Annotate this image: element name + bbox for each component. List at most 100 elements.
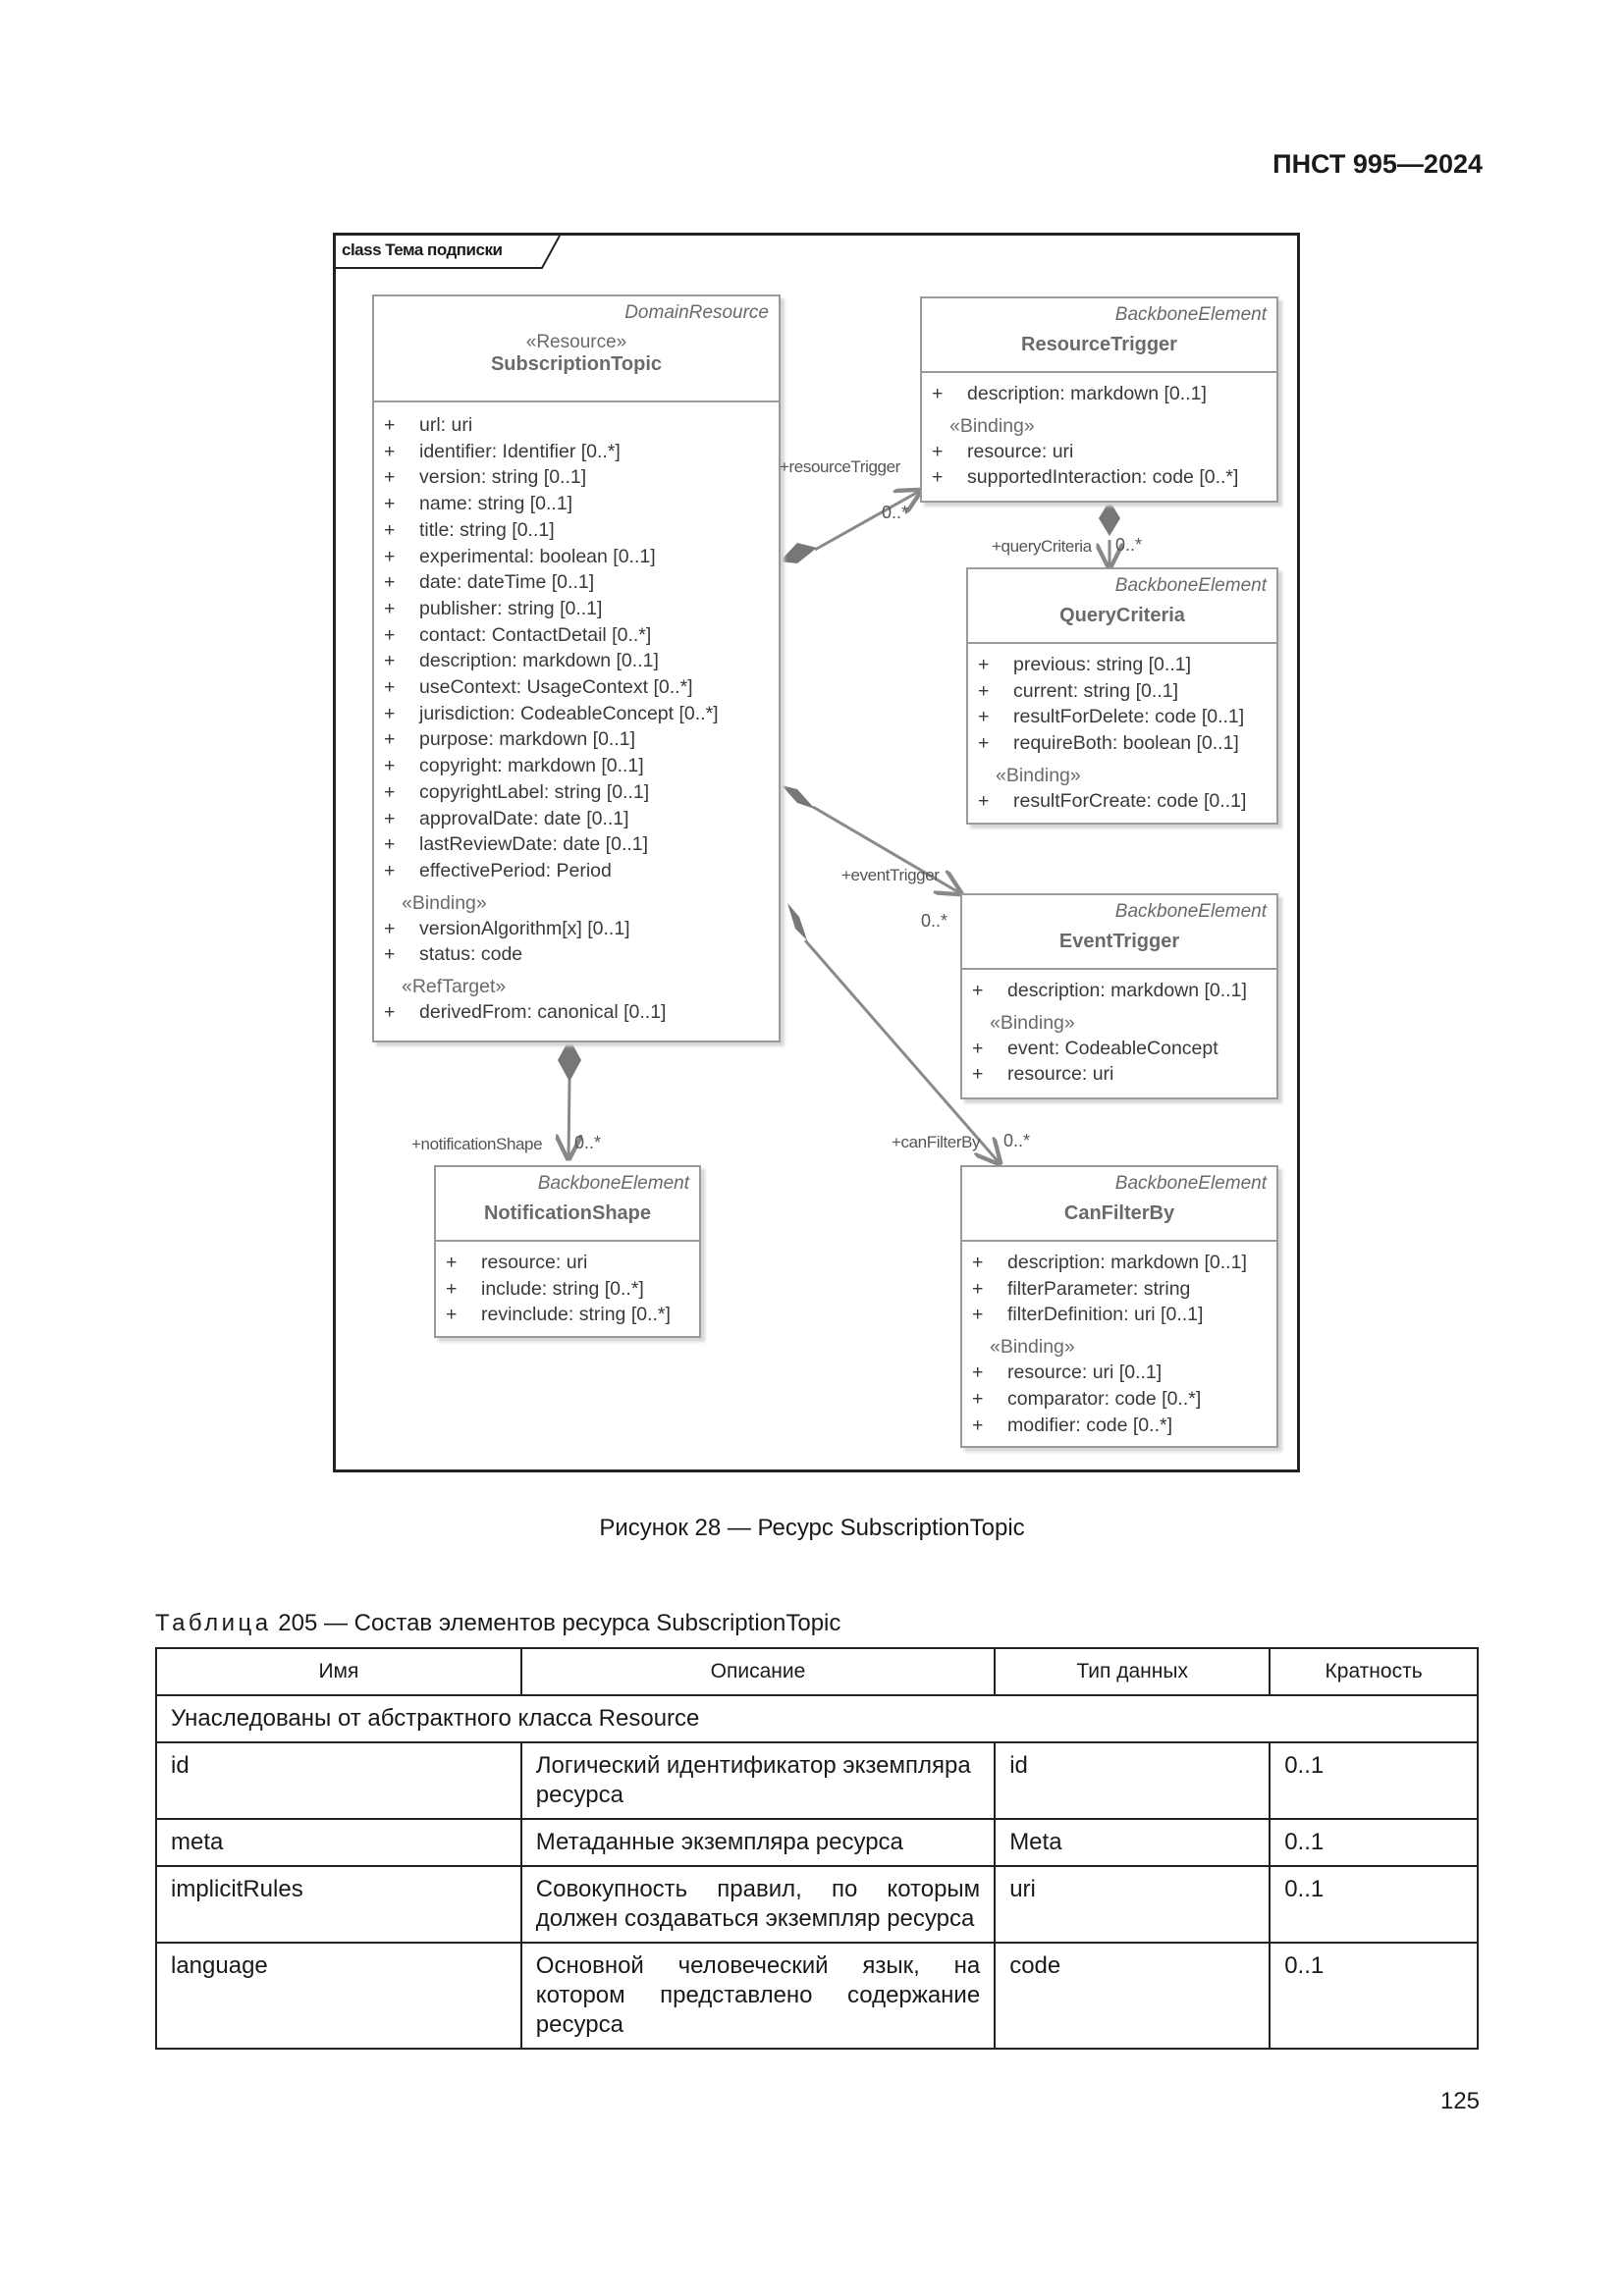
assoc-can-filter-by	[787, 903, 1000, 1163]
attribute: +url: uri	[384, 414, 473, 436]
attribute: +publisher: string [0..1]	[384, 597, 603, 619]
assoc-resource-trigger	[780, 491, 920, 563]
document-code: ПНСТ 995—2024	[1272, 149, 1483, 179]
attribute: +comparator: code [0..*]	[972, 1387, 1202, 1410]
role-label-event-trigger: +eventTrigger	[841, 866, 940, 884]
class-header: DomainResource «Resource» SubscriptionTo…	[374, 296, 779, 402]
attribute: +current: string [0..1]	[978, 679, 1178, 702]
attribute: +filterParameter: string	[972, 1277, 1191, 1300]
attribute: +include: string [0..*]	[446, 1277, 644, 1300]
table-header-row: Имя Описание Тип данных Кратность	[155, 1647, 1479, 1696]
attribute: +experimental: boolean [0..1]	[384, 545, 656, 567]
multiplicity-resource-trigger: 0..*	[882, 503, 909, 522]
attribute: +identifier: Identifier [0..*]	[384, 440, 621, 462]
attribute-list: +url: uri +identifier: Identifier [0..*]…	[374, 402, 779, 1032]
attribute: +resultForDelete: code [0..1]	[978, 706, 1245, 728]
class-resource-trigger: BackboneElement ResourceTrigger +descrip…	[920, 296, 1278, 503]
attribute: +date: dateTime [0..1]	[384, 571, 595, 594]
cell-cardinality: 0..1	[1269, 1865, 1479, 1944]
figure-caption: Рисунок 28 — Ресурс SubscriptionTopic	[599, 1515, 1025, 1541]
attribute: +derivedFrom: canonical [0..1]	[384, 1001, 667, 1024]
parent-class: BackboneElement	[1114, 575, 1267, 596]
cell-description: Основной человеческий язык, на котором п…	[519, 1942, 997, 2050]
frame-label-tab	[336, 236, 561, 269]
role-label-can-filter-by: +canFilterBy	[892, 1133, 981, 1151]
attribute: +contact: ContactDetail [0..*]	[384, 623, 652, 646]
assoc-query-criteria	[1099, 501, 1120, 567]
attribute: +status: code	[384, 943, 523, 966]
attribute: +description: markdown [0..1]	[972, 980, 1247, 1001]
class-header: BackboneElement ResourceTrigger	[922, 298, 1276, 373]
attribute: +resource: uri	[446, 1252, 588, 1273]
binding-stereotype: «Binding»	[996, 764, 1081, 786]
column-header: Кратность	[1269, 1647, 1479, 1696]
binding-stereotype: «Binding»	[990, 1336, 1075, 1359]
frame-label: class Тема подписки	[342, 240, 503, 259]
attribute: +description: markdown [0..1]	[932, 383, 1207, 404]
attribute: +name: string [0..1]	[384, 493, 573, 515]
reftarget-stereotype: «RefTarget»	[402, 976, 507, 998]
class-event-trigger: BackboneElement EventTrigger +descriptio…	[960, 893, 1278, 1099]
role-label-query-criteria: +queryCriteria	[992, 537, 1092, 556]
parent-class: BackboneElement	[1114, 901, 1267, 922]
multiplicity-event-trigger: 0..*	[921, 911, 948, 931]
table-row: id Логический идентификатор экземпляра р…	[155, 1741, 1479, 1820]
attribute: +supportedInteraction: code [0..*]	[932, 466, 1239, 489]
class-name: ResourceTrigger	[1021, 334, 1177, 355]
cell-description: Метаданные экземпляра ресурса	[519, 1818, 997, 1867]
attribute: +event: CodeableConcept	[972, 1037, 1218, 1059]
cell-cardinality: 0..1	[1269, 1818, 1479, 1867]
attribute-list: +resource: uri +include: string [0..*] +…	[436, 1242, 699, 1334]
page-number: 125	[1439, 2088, 1480, 2114]
attribute: +description: markdown [0..1]	[972, 1252, 1247, 1273]
class-name: EventTrigger	[1058, 931, 1180, 952]
parent-class: BackboneElement	[537, 1173, 689, 1194]
cell-cardinality: 0..1	[1269, 1741, 1479, 1820]
multiplicity-query-criteria: 0..*	[1115, 535, 1143, 555]
attribute: +resource: uri	[972, 1063, 1114, 1086]
class-name: QueryCriteria	[1059, 605, 1185, 626]
attribute: +requireBoth: boolean [0..1]	[978, 732, 1239, 755]
binding-stereotype: «Binding»	[402, 891, 487, 914]
class-header: BackboneElement QueryCriteria	[968, 569, 1276, 644]
attribute: +approvalDate: date [0..1]	[384, 807, 629, 829]
cell-cardinality: 0..1	[1269, 1942, 1479, 2050]
attribute: +copyright: markdown [0..1]	[384, 755, 644, 777]
attribute: +modifier: code [0..*]	[972, 1414, 1172, 1436]
elements-table: Имя Описание Тип данных Кратность Унасле…	[155, 1647, 1479, 2050]
cell-description: Логический идентификатор экземпляра ресу…	[519, 1741, 997, 1820]
attribute: +title: string [0..1]	[384, 518, 555, 541]
table-title-text: 205 — Состав элементов ресурса Subscript…	[278, 1610, 841, 1636]
multiplicity-can-filter-by: 0..*	[1003, 1131, 1031, 1150]
attribute: +lastReviewDate: date [0..1]	[384, 833, 649, 856]
table-row: meta Метаданные экземпляра ресурса Meta …	[155, 1818, 1479, 1867]
cell-type: id	[994, 1741, 1272, 1820]
attribute: +previous: string [0..1]	[978, 654, 1192, 675]
class-notification-shape: BackboneElement NotificationShape +resou…	[434, 1165, 701, 1338]
attribute: +effectivePeriod: Period	[384, 859, 612, 881]
parent-class: DomainResource	[624, 302, 769, 323]
class-name: NotificationShape	[483, 1202, 651, 1224]
binding-stereotype: «Binding»	[990, 1011, 1075, 1034]
attribute: +filterDefinition: uri [0..1]	[972, 1304, 1204, 1326]
multiplicity-notification-shape: 0..*	[574, 1133, 602, 1152]
class-query-criteria: BackboneElement QueryCriteria +previous:…	[966, 567, 1278, 825]
class-subscription-topic: DomainResource «Resource» SubscriptionTo…	[372, 294, 781, 1042]
stereotype: «Resource»	[525, 332, 627, 352]
column-header: Имя	[155, 1647, 522, 1696]
cell-name: implicitRules	[155, 1865, 522, 1944]
attribute: +resource: uri	[932, 440, 1074, 462]
assoc-event-trigger	[782, 785, 960, 893]
assoc-notification-shape	[558, 1039, 581, 1158]
cell-type: Meta	[994, 1818, 1272, 1867]
table-row: language Основной человеческий язык, на …	[155, 1942, 1479, 2050]
attribute: +versionAlgorithm[x] [0..1]	[384, 917, 630, 939]
class-header: BackboneElement CanFilterBy	[962, 1167, 1276, 1242]
table-title-word: Таблица	[155, 1610, 272, 1636]
column-header: Тип данных	[994, 1647, 1272, 1696]
class-header: BackboneElement NotificationShape	[436, 1167, 699, 1242]
cell-type: uri	[994, 1865, 1272, 1944]
binding-stereotype: «Binding»	[949, 414, 1035, 437]
attribute: +revinclude: string [0..*]	[446, 1304, 671, 1326]
